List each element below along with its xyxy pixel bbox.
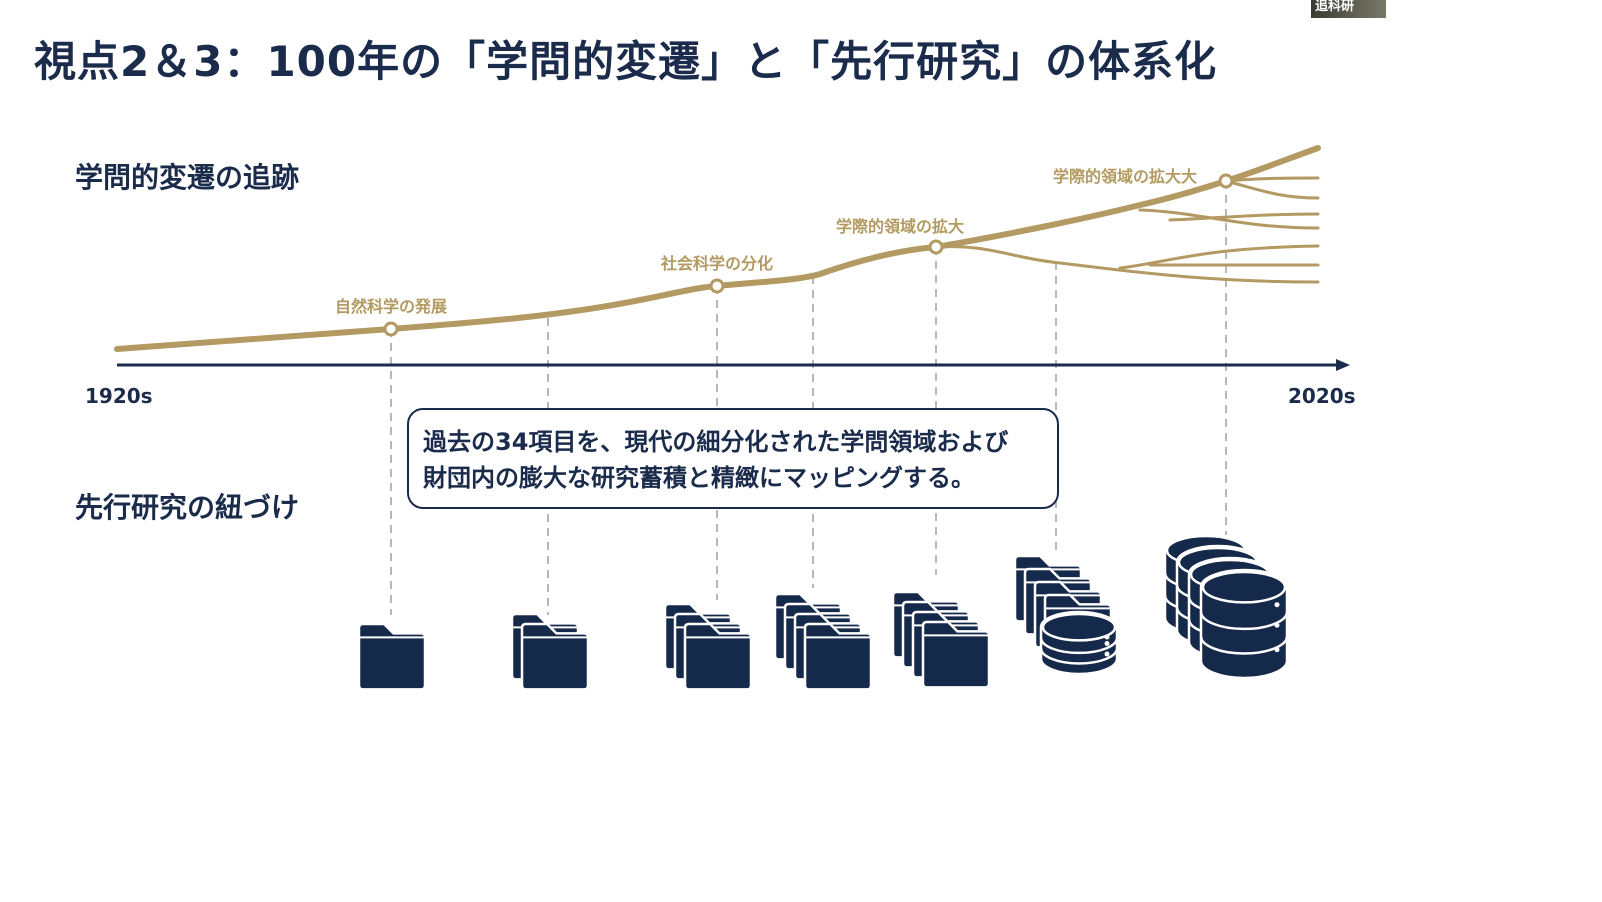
branch-line xyxy=(934,245,1320,284)
folder-icon xyxy=(803,622,873,691)
research-stack-icon-group xyxy=(1163,532,1289,680)
milestone-node xyxy=(928,239,944,255)
video-thumbnail-label: 追科研 xyxy=(1311,0,1386,18)
folder-icon xyxy=(921,620,991,689)
milestone-node xyxy=(709,278,725,294)
callout-line: 過去の34項目を、現代の細分化された学問領域および xyxy=(423,428,1009,456)
axis-arrow-icon xyxy=(1336,359,1350,371)
folder-icon xyxy=(683,622,753,691)
branch-line xyxy=(1168,212,1320,222)
milestone-label: 社会科学の分化 xyxy=(660,254,774,273)
research-stack-icon-group xyxy=(510,612,590,691)
axis-end-label: 2020s xyxy=(1288,384,1356,408)
folder-icon xyxy=(357,622,427,691)
section-label-tracking: 学問的変遷の追跡 xyxy=(75,161,300,194)
branch-line xyxy=(1138,208,1320,230)
database-icon xyxy=(1039,610,1119,676)
callout-box: 過去の34項目を、現代の細分化された学問領域および 財団内の膨大な研究蓄積と精緻… xyxy=(407,408,1059,509)
research-stack-icon-group xyxy=(663,602,753,691)
research-stack-icon-group xyxy=(1013,554,1119,676)
axis-start-label: 1920s xyxy=(85,384,153,408)
milestone-label: 学際的領域の拡大 xyxy=(835,217,965,236)
section-label-linking: 先行研究の紐づけ xyxy=(75,491,300,524)
folder-icon xyxy=(520,622,590,691)
branch-line xyxy=(1224,179,1320,200)
main-trend-line xyxy=(114,145,1321,352)
research-stack-icon-group xyxy=(891,590,991,689)
milestone-node xyxy=(1218,173,1234,189)
milestone-label: 学際的領域の拡大大 xyxy=(1052,167,1198,186)
research-stack-icon-group xyxy=(357,622,427,691)
milestone-node xyxy=(383,321,399,337)
branch-line xyxy=(1118,244,1320,270)
callout-line: 財団内の膨大な研究蓄積と精緻にマッピングする。 xyxy=(423,464,975,492)
research-stack-icon-group xyxy=(773,592,873,691)
slide-title: 視点2＆3：100年の「学問的変遷」と「先行研究」の体系化 xyxy=(34,37,1218,86)
milestone-label: 自然科学の発展 xyxy=(334,297,448,316)
